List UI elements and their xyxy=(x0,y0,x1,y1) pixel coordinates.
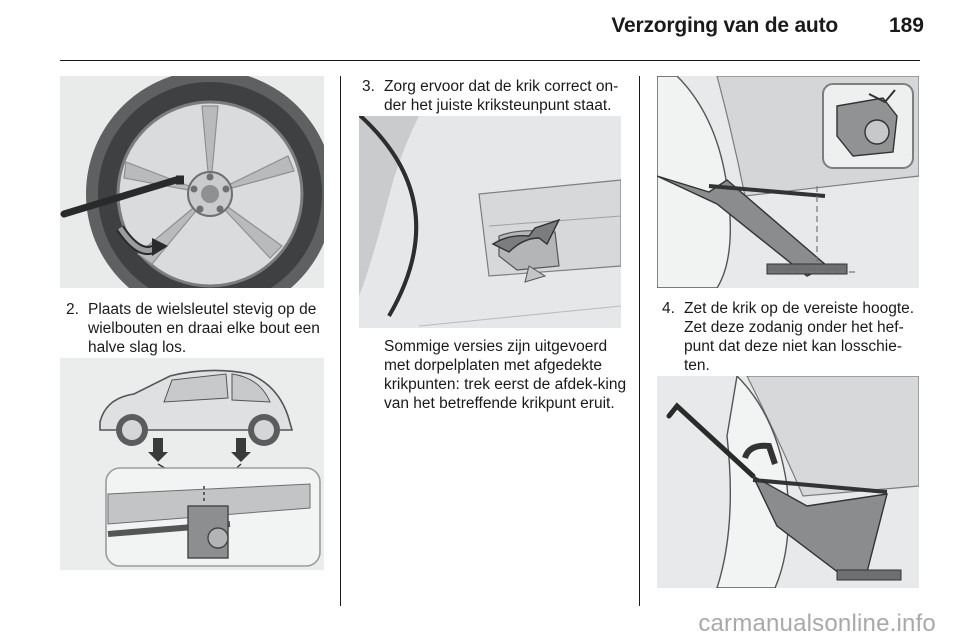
step-number: 2. xyxy=(66,301,79,318)
wheel-arch-shape xyxy=(359,116,419,318)
figure-car-jack-points xyxy=(60,358,324,570)
car-body-shape xyxy=(746,376,919,497)
column-divider-right xyxy=(639,76,640,606)
step-4: 4. Zet de krik op de vereiste hoogte. Ze… xyxy=(662,299,924,379)
header-rule xyxy=(60,60,920,61)
step-text: Plaats de wielsleutel stevig op de wielb… xyxy=(88,301,320,356)
lift-arrow-front-icon xyxy=(148,438,168,462)
figure-jack-raised xyxy=(657,376,919,588)
figure-sill-jack-point xyxy=(359,116,621,328)
sill-jack-point-illustration xyxy=(359,116,621,328)
column-divider-left xyxy=(340,76,341,606)
page-number: 189 xyxy=(888,14,924,37)
step-text: Zorg ervoor dat de krik correct on-der h… xyxy=(384,78,619,114)
figure-wheel-wrench xyxy=(60,76,324,288)
note-sill-cover: Sommige versies zijn uitgevoerd met dorp… xyxy=(384,338,627,412)
watermark: carmanualsonline.info xyxy=(698,610,936,637)
jack-raised-illustration xyxy=(657,376,919,588)
page-title: Verzorging van de auto xyxy=(611,14,838,37)
car-jack-points-illustration xyxy=(60,358,324,570)
jack-handle-shape xyxy=(666,402,756,479)
step-number: 4. xyxy=(662,300,675,317)
jack-position-illustration xyxy=(657,76,919,288)
step-number: 3. xyxy=(362,78,375,95)
figure-jack-position xyxy=(657,76,919,288)
lift-point-arrow-icon xyxy=(491,218,561,253)
step-text: Zet de krik op de vereiste hoogte. Zet d… xyxy=(684,300,915,374)
lift-arrow-rear-icon xyxy=(231,438,251,462)
wheel-wrench-illustration xyxy=(60,76,324,288)
tyre-shape xyxy=(716,376,790,588)
wrench-shape xyxy=(60,176,180,218)
rotation-arrow-icon xyxy=(152,238,168,256)
step-2: 2. Plaats de wielsleutel stevig op de wi… xyxy=(66,300,328,360)
step-3: 3. Zorg ervoor dat de krik correct on-de… xyxy=(362,77,624,117)
